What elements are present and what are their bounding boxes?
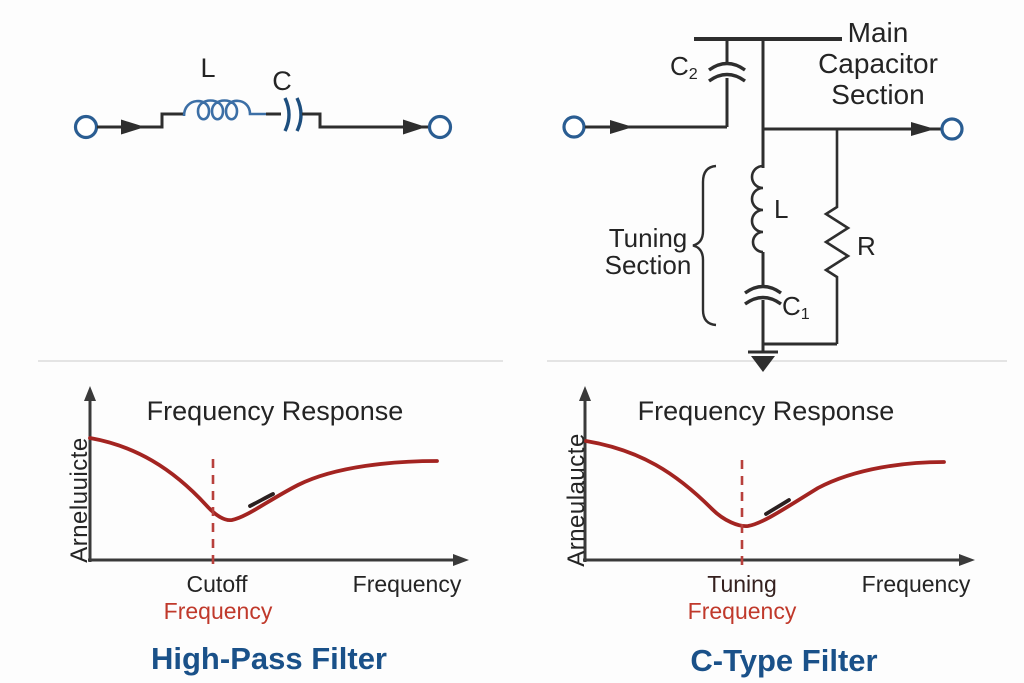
response-curve [88, 436, 439, 522]
tuning-section-brace [692, 164, 717, 327]
high-pass-response-plot [84, 386, 469, 568]
capacitor1-letter: C [782, 291, 801, 321]
capacitor-plate-right [295, 97, 303, 132]
tuning-section-label: Tuning Section [605, 225, 692, 279]
capacitor1-plate-top [744, 284, 782, 295]
inductor-label: L [774, 194, 789, 224]
high-pass-circuit-schematic [73, 97, 453, 140]
tuning-section-line1: Tuning [608, 223, 688, 253]
input-terminal-icon [73, 114, 99, 140]
current-direction-arrow-icon [610, 120, 633, 134]
inductor-symbol [182, 99, 266, 121]
output-wire [302, 112, 428, 129]
tuning-marker-label: Tuning [707, 571, 777, 597]
capacitor1-label: C1 [782, 291, 810, 324]
y-axis-label: Arneulaucte [563, 433, 590, 567]
x-axis-label: Frequency [861, 571, 971, 597]
response-curve [584, 439, 946, 528]
curve-dark-patch [248, 492, 275, 508]
capacitor2-subscript: 2 [688, 65, 698, 84]
main-capacitor-section-line2: Capacitor [818, 48, 938, 79]
curve-dark-patch [764, 498, 791, 516]
capacitor2-plate-top [708, 61, 746, 72]
ground-symbol-icon [748, 344, 778, 372]
c-type-circuit-schematic [562, 37, 964, 372]
input-wire [97, 112, 184, 129]
plot-title: Frequency Response [146, 396, 404, 426]
current-direction-arrow-icon [121, 119, 145, 135]
y-axis-label: Arneluuicte [66, 437, 93, 563]
inductor-symbol [750, 164, 764, 254]
inductor-label: L [200, 53, 216, 83]
main-capacitor-section-label: Main Capacitor Section [818, 17, 938, 110]
x-axis-label: Frequency [352, 571, 462, 597]
high-pass-filter-caption: High-Pass Filter [151, 641, 387, 676]
tuning-section-line2: Section [604, 250, 692, 280]
input-terminal-icon [562, 115, 586, 139]
x-axis-arrow-icon [959, 554, 975, 566]
capacitor1-subscript: 1 [800, 305, 810, 324]
main-capacitor-section-line1: Main [847, 17, 909, 48]
capacitor1-plate-bottom [744, 295, 782, 306]
capacitor2-label: C2 [670, 51, 698, 84]
c-type-filter-caption: C-Type Filter [690, 643, 878, 678]
c-type-response-plot [579, 386, 975, 570]
cutoff-marker-label: Cutoff [186, 571, 248, 597]
x-axis-arrow-icon [453, 554, 469, 566]
capacitor-label: C [272, 66, 292, 96]
capacitor2-plate-bottom [708, 72, 746, 83]
output-terminal-icon [427, 114, 453, 140]
capacitor2-letter: C [670, 51, 689, 81]
plot-title: Frequency Response [637, 396, 895, 426]
output-terminal-icon [940, 117, 964, 141]
y-axis-arrow-icon [84, 386, 96, 401]
tuning-marker-sublabel: Frequency [687, 598, 797, 624]
main-capacitor-section-line3: Section [831, 79, 925, 110]
capacitor-plate-left [283, 97, 291, 132]
resistor-label: R [857, 231, 876, 261]
current-direction-arrow-icon [403, 119, 426, 135]
current-direction-arrow-icon [911, 122, 935, 136]
resistor-symbol [823, 129, 851, 344]
cutoff-marker-sublabel: Frequency [163, 598, 273, 624]
y-axis-arrow-icon [579, 386, 591, 401]
